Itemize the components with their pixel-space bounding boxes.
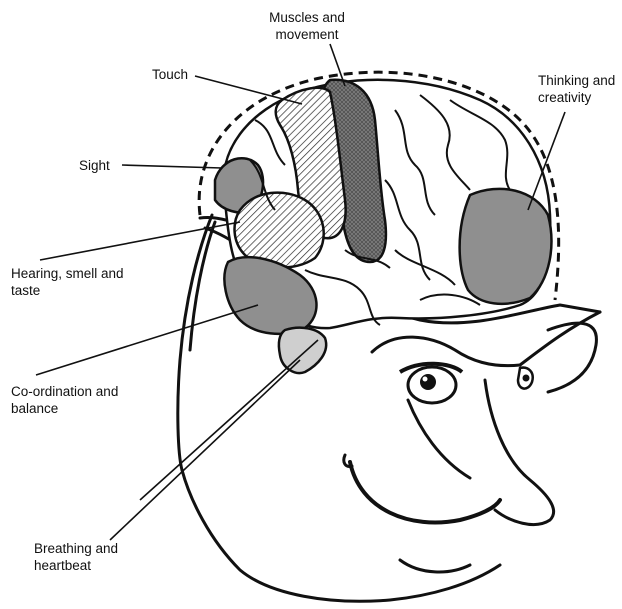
region-brainstem: [279, 328, 326, 373]
leader-touch: [195, 76, 302, 104]
brain: [215, 80, 551, 373]
region-thinking: [460, 189, 552, 304]
label-muscles-and-movement: Muscles and movement: [262, 9, 352, 43]
label-thinking-and-creativity: Thinking and creativity: [538, 72, 615, 106]
leader-coordination: [36, 305, 258, 375]
face: [344, 312, 600, 572]
label-hearing-smell-taste: Hearing, smell and taste: [11, 265, 124, 299]
label-coordination-and-balance: Co-ordination and balance: [11, 383, 118, 417]
leader-sight: [122, 165, 222, 168]
label-breathing-and-heartbeat: Breathing and heartbeat: [34, 540, 118, 574]
eye-icon: [400, 364, 533, 403]
leader-breathing: [110, 360, 300, 540]
label-sight: Sight: [79, 157, 110, 174]
label-touch: Touch: [152, 66, 188, 83]
